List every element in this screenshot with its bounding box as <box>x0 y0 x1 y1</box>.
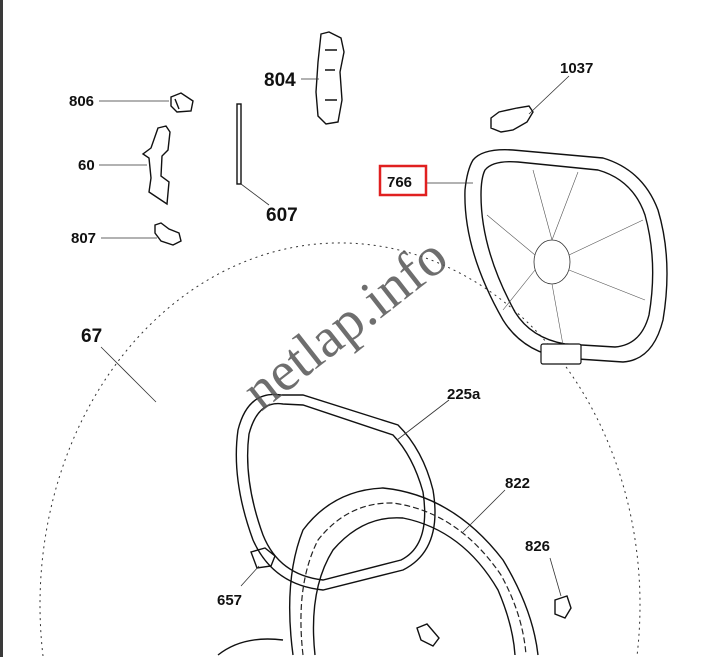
part-806[interactable] <box>170 92 194 113</box>
part-807[interactable] <box>154 222 182 246</box>
part-826[interactable] <box>554 595 572 619</box>
door-glass-partial <box>217 638 284 656</box>
part-804[interactable] <box>315 31 345 125</box>
callout-225a[interactable]: 225a <box>447 386 481 403</box>
watermark: netlap.info <box>231 225 459 422</box>
callout-60[interactable]: 60 <box>78 157 95 174</box>
part-225a[interactable] <box>235 393 436 591</box>
callout-804[interactable]: 804 <box>264 70 296 91</box>
callout-766[interactable]: 766 <box>387 174 412 191</box>
callout-806[interactable]: 806 <box>69 93 94 110</box>
door-clip <box>416 623 440 647</box>
callout-807[interactable]: 807 <box>71 230 96 247</box>
exploded-view: 806 60 807 804 607 1037 766 67 225a 822 … <box>39 31 668 657</box>
callout-1037[interactable]: 1037 <box>560 60 593 77</box>
callout-67[interactable]: 67 <box>81 326 102 347</box>
part-60[interactable] <box>141 125 171 206</box>
highlight-box <box>378 164 428 197</box>
leader-lines <box>99 75 570 597</box>
part-766[interactable] <box>464 149 668 365</box>
part-657[interactable] <box>250 547 276 569</box>
part-607[interactable] <box>236 103 242 185</box>
door-assembly-outline <box>39 242 641 657</box>
callout-822[interactable]: 822 <box>505 475 530 492</box>
callout-657[interactable]: 657 <box>217 592 242 609</box>
part-1037[interactable] <box>490 105 534 133</box>
callout-607[interactable]: 607 <box>266 205 298 226</box>
part-822[interactable] <box>288 487 539 656</box>
callout-826[interactable]: 826 <box>525 538 550 555</box>
